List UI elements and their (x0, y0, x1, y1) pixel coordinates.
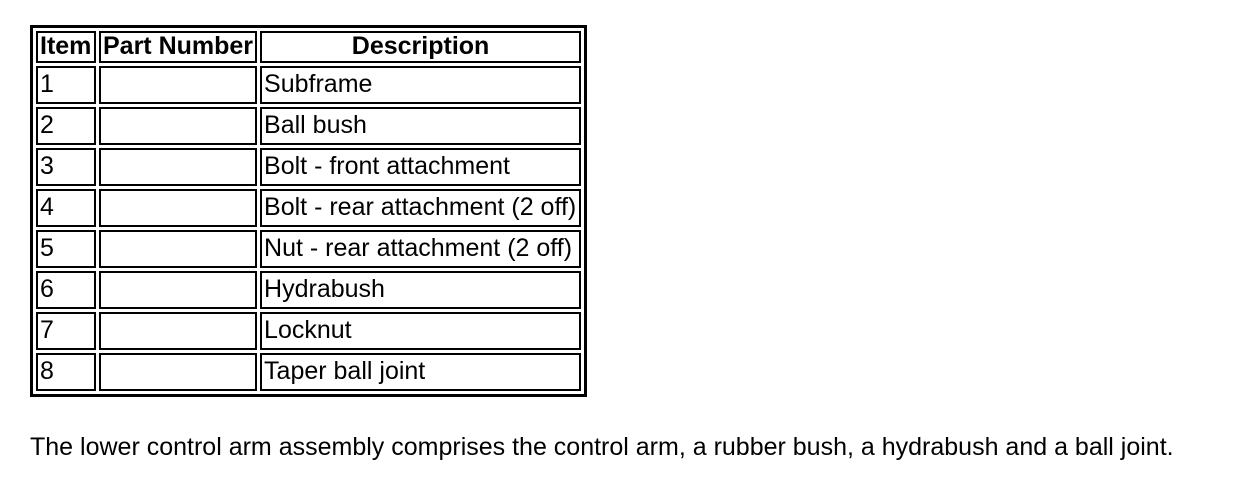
part-number-cell (99, 229, 258, 268)
part-number-cell (99, 188, 258, 227)
item-cell: 4 (36, 188, 96, 227)
parts-table: Item Part Number Description 1 Subframe … (30, 25, 588, 397)
part-number-cell (99, 270, 258, 309)
parts-table-body: 1 Subframe 2 Ball bush 3 Bolt - front at… (36, 65, 582, 391)
item-cell: 6 (36, 270, 96, 309)
header-part-number: Part Number (99, 31, 258, 63)
part-number-cell (99, 147, 258, 186)
table-row: 1 Subframe (36, 65, 582, 104)
description-cell: Locknut (260, 311, 582, 350)
part-number-cell (99, 311, 258, 350)
item-cell: 8 (36, 352, 96, 391)
page: Item Part Number Description 1 Subframe … (30, 25, 1174, 461)
description-cell: Hydrabush (260, 270, 582, 309)
description-cell: Subframe (260, 65, 582, 104)
description-cell: Bolt - rear attachment (2 off) (260, 188, 582, 227)
item-cell: 7 (36, 311, 96, 350)
item-cell: 1 (36, 65, 96, 104)
header-description: Description (260, 31, 582, 63)
table-row: 2 Ball bush (36, 106, 582, 145)
parts-table-header: Item Part Number Description (36, 31, 582, 63)
note-text: The lower control arm assembly comprises… (30, 432, 1174, 461)
item-cell: 3 (36, 147, 96, 186)
header-row: Item Part Number Description (36, 31, 582, 63)
item-cell: 2 (36, 106, 96, 145)
description-cell: Ball bush (260, 106, 582, 145)
description-cell: Bolt - front attachment (260, 147, 582, 186)
part-number-cell (99, 106, 258, 145)
description-cell: Nut - rear attachment (2 off) (260, 229, 582, 268)
header-item: Item (36, 31, 96, 63)
table-row: 4 Bolt - rear attachment (2 off) (36, 188, 582, 227)
table-row: 3 Bolt - front attachment (36, 147, 582, 186)
table-row: 8 Taper ball joint (36, 352, 582, 391)
item-cell: 5 (36, 229, 96, 268)
table-row: 5 Nut - rear attachment (2 off) (36, 229, 582, 268)
table-row: 7 Locknut (36, 311, 582, 350)
description-cell: Taper ball joint (260, 352, 582, 391)
part-number-cell (99, 65, 258, 104)
part-number-cell (99, 352, 258, 391)
table-row: 6 Hydrabush (36, 270, 582, 309)
